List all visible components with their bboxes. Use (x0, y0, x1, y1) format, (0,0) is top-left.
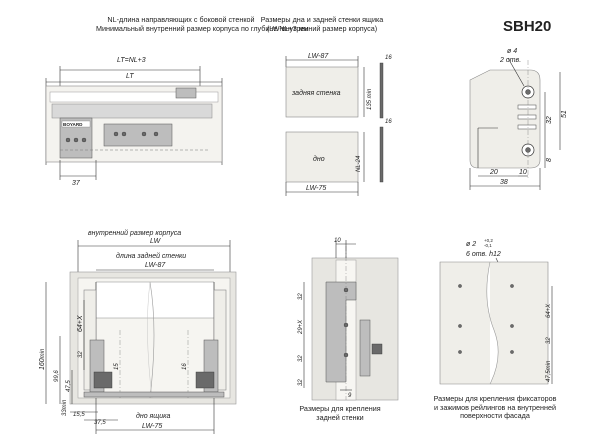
dim-lw75: LW-75 (142, 423, 162, 430)
dim-mount-32a: 32 (298, 293, 304, 300)
dim-facade-47-5: 47,5min (546, 360, 552, 382)
dim-mount-9: 9 (348, 393, 352, 399)
back-panel-label: задняя стенка (291, 89, 341, 97)
dim-inner-label: внутренний размер корпуса (88, 229, 181, 237)
dim-lt: LT (126, 73, 134, 80)
caption-nl-length: NL-длина направляющих с боковой стенкой … (96, 15, 346, 33)
caption-facade-line2: и зажимов рейлингов на внутренней (434, 402, 556, 412)
bottom-panel-label: дно (313, 155, 325, 163)
dim-back-thick: 16 (385, 55, 392, 61)
dim-16: 16 (182, 363, 188, 370)
dim-mount-32b: 32 (298, 355, 304, 362)
dim-mount-29x: 29+X (298, 319, 304, 335)
caption-back-mount-line2: задней стенки (316, 412, 364, 422)
bottom-panel-edge (379, 126, 384, 183)
dim-37: 37 (72, 180, 81, 187)
dim-64x: 64+X (77, 315, 84, 332)
dim-lw: LW (150, 238, 162, 245)
caption-back-mount: Размеры для крепления задней стенки (290, 404, 390, 422)
dim-facade-tol-lower: -0,1 (484, 243, 492, 248)
caption-facade-line1: Размеры для крепления фиксаторов (433, 394, 557, 403)
facade-panel (439, 261, 549, 385)
dim-99-6: 99,6 (54, 370, 60, 382)
dim-47-5: 47,5 (66, 380, 72, 392)
dim-bottom-width: LW-75 (306, 185, 326, 192)
back-panel-edge (379, 62, 384, 119)
dim-33: 33min (62, 399, 68, 416)
dim-20: 20 (489, 169, 498, 176)
caption-back-mount-line1: Размеры для крепления (299, 404, 381, 413)
bracket-view: ø 4 2 отв. 32 51 8 20 10 38 (469, 48, 568, 190)
facade-view: ø 2 +0,2 -0,1 6 отв. h12 64+X 32 47,5min (439, 238, 553, 385)
dim-8: 8 (546, 158, 553, 162)
caption-nl-line1: NL-длина направляющих с боковой стенкой (107, 15, 255, 24)
dim-bottom-thick: 16 (385, 119, 392, 125)
panels-view: LW-87 задняя стенка 135 min 16 дно NL-24… (285, 53, 392, 196)
dim-15: 15 (114, 363, 120, 370)
dim-lt-formula: LT=NL+3 (117, 57, 146, 64)
caption-facade-line3: поверхности фасада (460, 411, 530, 421)
dim-32: 32 (78, 351, 84, 358)
dim-37-5: 37,5 (94, 420, 106, 426)
dim-facade-hole-dia: ø 2 (466, 241, 476, 248)
front-view: внутренний размер корпуса LW длина задне… (39, 229, 237, 434)
back-panel (285, 66, 359, 118)
dim-mount-10: 10 (334, 238, 341, 244)
dim-lw87: LW-87 (145, 262, 166, 269)
dim-15-5: 15,5 (73, 412, 85, 418)
caption-bottom-line2: (LW-внутренний размер корпуса) (266, 23, 378, 33)
dim-51: 51 (561, 110, 568, 118)
dim-facade-64x: 64+X (546, 303, 552, 318)
dim-hole-count: 2 отв. (499, 57, 521, 64)
side-view: LT=NL+3 LT BOYARD 37 (45, 57, 223, 187)
dim-facade-32: 32 (546, 337, 552, 344)
dim-10: 10 (519, 169, 527, 176)
facade-holes (458, 284, 514, 354)
dim-bottom-label: дно ящика (136, 412, 170, 420)
dim-160: 160min (39, 348, 46, 370)
dim-back-height: 135 min (367, 88, 373, 110)
brand-label: BOYARD (63, 122, 83, 127)
caption-bottom-sizes: Размеры дна и задней стенки ящика (LW-вн… (247, 15, 397, 33)
dim-back-len-label: длина задней стенки (116, 252, 186, 260)
back-mount-view: 10 32 29+X 32 32 9 (298, 238, 399, 401)
dim-bottom-depth: NL-24 (356, 155, 362, 172)
dim-facade-tol-upper: +0,2 (484, 238, 493, 243)
dim-32: 32 (546, 116, 553, 124)
dim-back-width: LW-87 (308, 53, 329, 60)
caption-bottom-line1: Размеры дна и задней стенки ящика (260, 15, 384, 24)
dim-mount-32c: 32 (298, 379, 304, 386)
product-code: SBH20 (503, 18, 552, 35)
dim-38: 38 (500, 179, 508, 186)
caption-nl-line2: Минимальный внутренний размер корпуса по… (96, 23, 309, 33)
dim-facade-hole-count: 6 отв. h12 (466, 251, 501, 258)
caption-facade: Размеры для крепления фиксаторов и зажим… (410, 394, 580, 421)
dim-hole-dia: ø 4 (507, 48, 517, 55)
bottom-panel (285, 131, 359, 183)
